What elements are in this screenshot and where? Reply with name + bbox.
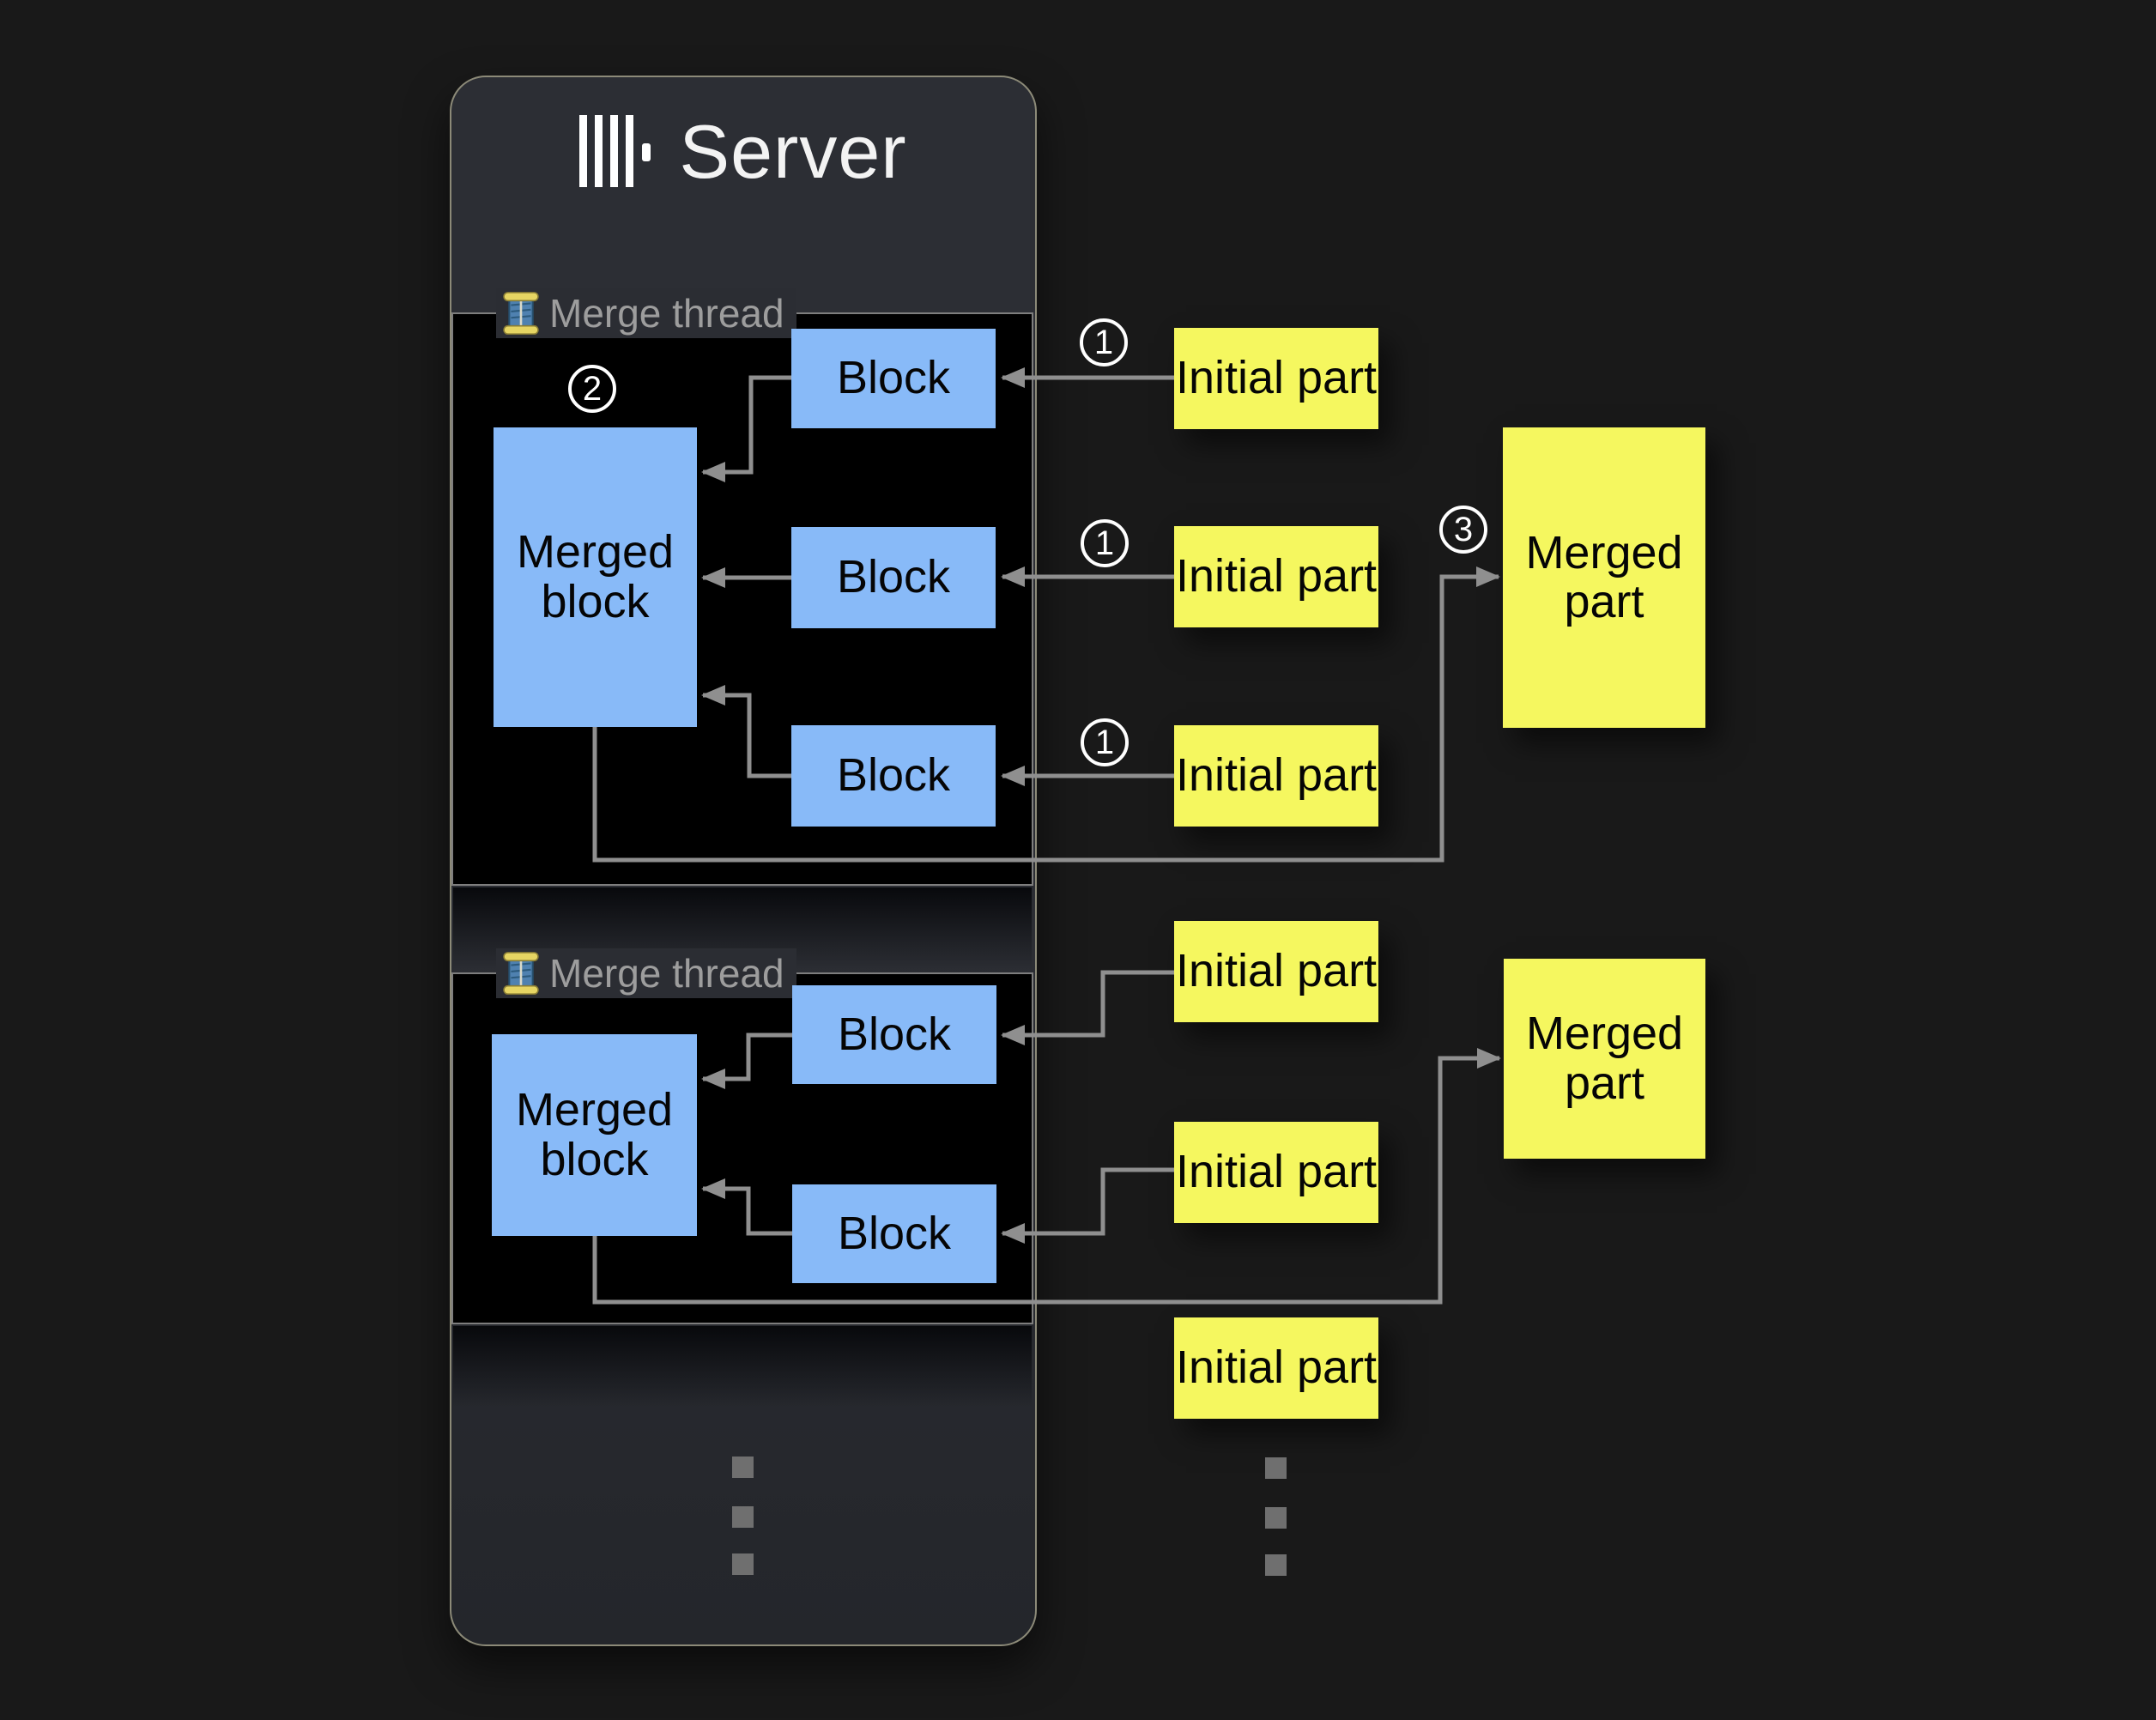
initial-part-node: Initial part [1174, 1317, 1378, 1419]
initial-part-node: Initial part [1174, 328, 1378, 429]
initial-part-node: Initial part [1174, 526, 1378, 627]
ellipsis-dot [1265, 1507, 1287, 1529]
initial-part-node: Initial part [1174, 725, 1378, 827]
thread-spool-icon [503, 952, 539, 995]
merged-part-node-2: Merged part [1504, 959, 1705, 1159]
step-badge-2: 2 [568, 365, 616, 413]
block-node: Block [791, 725, 996, 827]
merged-block-node-1: Merged block [494, 427, 697, 727]
panel-fade-2 [453, 1326, 1032, 1408]
merge-thread-label-2: Merge thread [496, 948, 796, 998]
ellipsis-dot [732, 1506, 754, 1528]
block-node: Block [791, 329, 996, 428]
step-badge-3: 3 [1439, 506, 1487, 554]
block-node: Block [792, 1184, 996, 1283]
step-badge-1: 1 [1081, 519, 1129, 567]
initial-part-node: Initial part [1174, 1122, 1378, 1223]
merged-part-node-1: Merged part [1503, 427, 1705, 728]
clickhouse-logo-icon [579, 115, 651, 187]
ellipsis-dot [1265, 1457, 1287, 1479]
merge-thread-label-1: Merge thread [496, 288, 796, 338]
merged-block-node-2: Merged block [492, 1034, 697, 1236]
ellipsis-dot [732, 1553, 754, 1575]
block-node: Block [791, 527, 996, 628]
ellipsis-dot [732, 1457, 754, 1478]
step-badge-1: 1 [1081, 718, 1129, 766]
merge-thread-label: Merge thread [549, 951, 784, 996]
step-badge-1: 1 [1080, 318, 1128, 366]
server-title: Server [679, 109, 907, 194]
thread-spool-icon [503, 292, 539, 335]
initial-part-node: Initial part [1174, 921, 1378, 1022]
ellipsis-dot [1265, 1554, 1287, 1576]
merge-thread-label: Merge thread [549, 291, 784, 336]
block-node: Block [792, 985, 996, 1084]
server-header: Server [450, 105, 1037, 199]
